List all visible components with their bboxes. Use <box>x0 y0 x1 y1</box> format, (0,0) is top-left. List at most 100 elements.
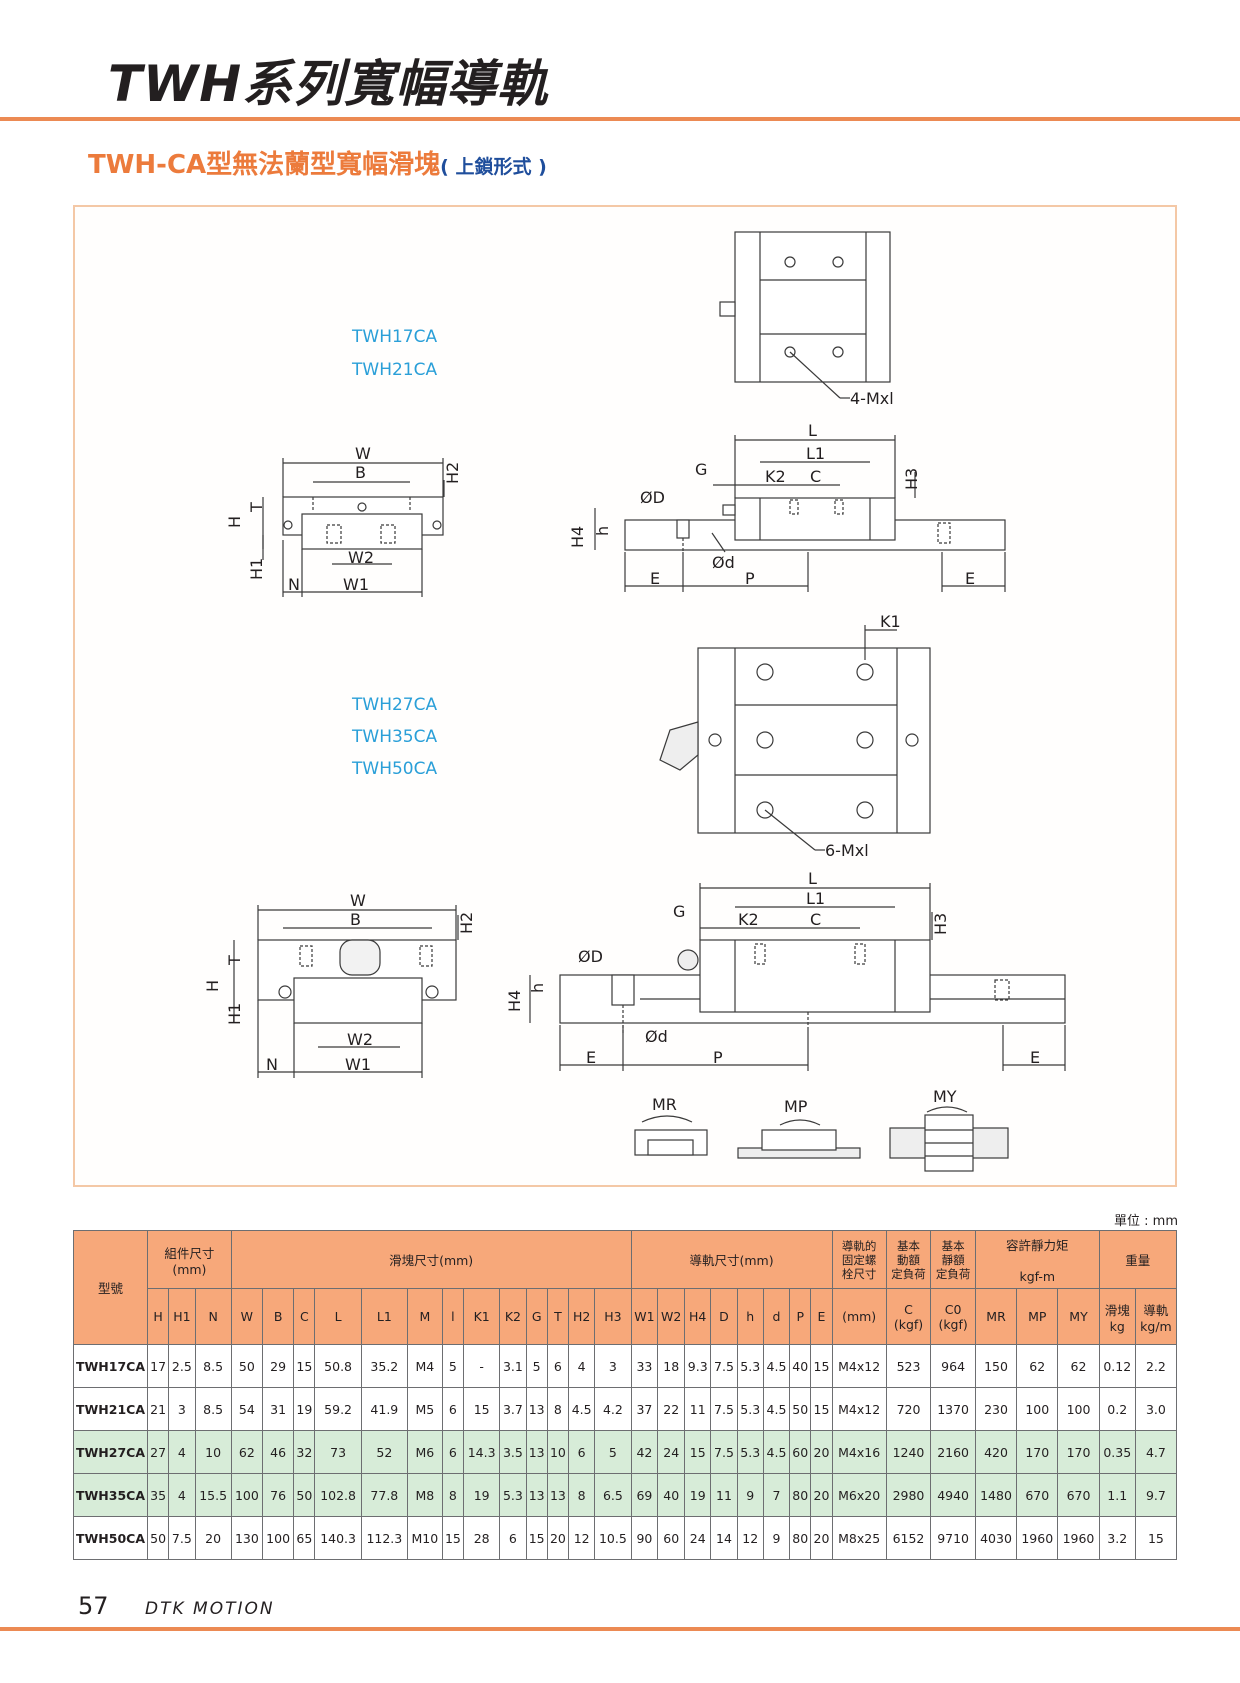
table-cell: 100 <box>1057 1387 1100 1431</box>
sub-c0: C0(kgf) <box>930 1288 976 1345</box>
dim-t: T <box>247 502 266 513</box>
table-cell: 80 <box>789 1516 812 1560</box>
table-cell: 33 <box>630 1344 659 1388</box>
dim-l1: L1 <box>806 444 825 463</box>
page-title: TWH系列寬幅導軌 <box>108 55 549 113</box>
table-cell: 73 <box>314 1430 362 1474</box>
table-cell: 5 <box>525 1344 548 1388</box>
table-cell: 3.5 <box>499 1430 527 1474</box>
table-cell: M8x25 <box>831 1516 887 1560</box>
table-cell: 670 <box>1016 1473 1059 1517</box>
sub-h-small: h <box>736 1288 764 1345</box>
subtitle-text: TWH-CA型無法蘭型寬幅滑塊 <box>88 150 441 180</box>
dim-k2-large: K2 <box>738 910 759 929</box>
table-cell: 10.5 <box>594 1516 632 1560</box>
sub-w1: W1 <box>630 1288 659 1345</box>
table-cell: 11 <box>710 1473 738 1517</box>
table-cell: 20 <box>810 1516 833 1560</box>
dim-l: L <box>808 421 817 440</box>
table-cell: M4x16 <box>831 1430 887 1474</box>
table-cell: 3 <box>168 1387 196 1431</box>
table-cell: 65 <box>293 1516 316 1560</box>
table-cell: 5 <box>594 1430 632 1474</box>
model-cell: TWH50CA <box>73 1516 148 1560</box>
sub-c: C <box>293 1288 316 1345</box>
header-rail: 導軌尺寸(mm) <box>630 1230 833 1289</box>
table-cell: 37 <box>630 1387 659 1431</box>
dim-k1: K1 <box>880 612 901 631</box>
table-cell: 42 <box>630 1430 659 1474</box>
table-cell: 20 <box>194 1516 232 1560</box>
subtitle-note: ( 上鎖形式 ) <box>440 156 547 178</box>
dim-e-right: E <box>965 569 975 588</box>
sub-g: G <box>525 1288 548 1345</box>
table-cell: 4030 <box>974 1516 1018 1560</box>
table-cell: 100 <box>230 1473 263 1517</box>
large-block-top-view: 6-Mxl K1 <box>659 612 931 860</box>
table-cell: 4940 <box>930 1473 976 1517</box>
dim-e-right-large: E <box>1030 1048 1040 1067</box>
dim-small-h-large: h <box>528 983 547 993</box>
table-cell: 1370 <box>930 1387 976 1431</box>
sub-h1: H1 <box>168 1288 196 1345</box>
table-cell: M5 <box>406 1387 443 1431</box>
table-cell: 130 <box>230 1516 263 1560</box>
table-cell: 15 <box>441 1516 465 1560</box>
label-my: MY <box>933 1087 957 1106</box>
table-cell: 13 <box>525 1430 548 1474</box>
table-cell: 102.8 <box>314 1473 362 1517</box>
sub-e: E <box>810 1288 833 1345</box>
table-cell: 8.5 <box>194 1387 232 1431</box>
table-cell: 40 <box>789 1344 812 1388</box>
table-cell: 24 <box>684 1516 712 1560</box>
table-cell: 7.5 <box>710 1344 738 1388</box>
sub-bolt: (mm) <box>831 1288 887 1345</box>
dim-e-left: E <box>650 569 660 588</box>
table-cell: 5.3 <box>736 1344 764 1388</box>
table-cell: 90 <box>630 1516 659 1560</box>
table-cell: 15 <box>463 1387 501 1431</box>
model-cell: TWH17CA <box>73 1344 148 1388</box>
sub-b: B <box>261 1288 295 1345</box>
label-6-mxl: 6-Mxl <box>825 841 869 860</box>
dim-b-large: B <box>350 910 361 929</box>
dim-w-large: W <box>350 891 366 910</box>
table-cell: M8 <box>406 1473 443 1517</box>
dim-b: B <box>355 463 366 482</box>
table-cell: 6 <box>441 1387 465 1431</box>
table-cell: M10 <box>406 1516 443 1560</box>
table-cell: 964 <box>930 1344 976 1388</box>
header-model: 型號 <box>73 1230 148 1345</box>
table-cell: M6x20 <box>831 1473 887 1517</box>
sub-l1: L1 <box>360 1288 408 1345</box>
table-cell: 8 <box>546 1387 570 1431</box>
small-block-end-view: W B W2 W1 N H H1 T H2 <box>225 444 462 597</box>
label-mp: MP <box>784 1097 808 1116</box>
table-cell: 9.3 <box>684 1344 712 1388</box>
table-cell: 12 <box>736 1516 764 1560</box>
table-cell: 62 <box>230 1430 263 1474</box>
table-cell: 7.5 <box>710 1430 738 1474</box>
table-cell: 50 <box>230 1344 263 1388</box>
header-block: 滑塊尺寸(mm) <box>230 1230 632 1289</box>
dim-w1-large: W1 <box>345 1055 371 1074</box>
table-cell: 15 <box>684 1430 712 1474</box>
table-cell: 8.5 <box>194 1344 232 1388</box>
dim-e-left-large: E <box>586 1048 596 1067</box>
sub-w: W <box>230 1288 263 1345</box>
dim-h3: H3 <box>902 468 921 490</box>
table-cell: 20 <box>810 1430 833 1474</box>
dim-t-large: T <box>225 955 244 966</box>
model-cell: TWH35CA <box>73 1473 148 1517</box>
table-cell: 12 <box>568 1516 596 1560</box>
table-cell: 15 <box>1134 1516 1178 1560</box>
table-cell: 35 <box>146 1473 170 1517</box>
table-cell: 2980 <box>885 1473 932 1517</box>
table-cell: 17 <box>146 1344 170 1388</box>
table-cell: 5 <box>441 1344 465 1388</box>
table-cell: 4.5 <box>762 1430 791 1474</box>
table-cell: 50 <box>146 1516 170 1560</box>
